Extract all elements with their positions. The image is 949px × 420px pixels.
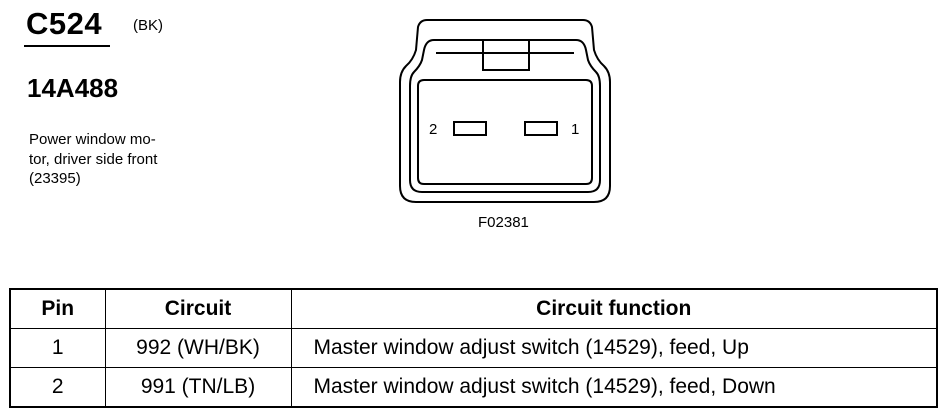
connector-id-underline (24, 45, 110, 47)
connector-description: Power window mo- tor, driver side front … (29, 130, 199, 189)
pin-2-terminal (453, 121, 487, 136)
circuit-cell: 992 (WH/BK) (104, 328, 292, 368)
table-row: 1 992 (WH/BK) Master window adjust switc… (9, 328, 938, 368)
pin-1-label: 1 (571, 121, 579, 138)
connector-id: C524 (26, 6, 103, 41)
description-line: (23395) (29, 170, 81, 187)
pin-2-label: 2 (429, 121, 437, 138)
column-header-circuit-function: Circuit function (290, 288, 938, 329)
latch-tab (482, 40, 530, 71)
part-number: 14A488 (27, 73, 119, 103)
column-header-circuit: Circuit (104, 288, 292, 329)
description-line: Power window mo- (29, 131, 156, 148)
description-line: tor, driver side front (29, 150, 158, 168)
circuit-cell: 991 (TN/LB) (104, 367, 292, 408)
column-header-pin: Pin (9, 288, 106, 329)
circuit-function-cell: Master window adjust switch (14529), fee… (290, 367, 938, 408)
figure-code: F02381 (478, 214, 529, 231)
connector-color: (BK) (133, 17, 163, 34)
circuit-function-cell: Master window adjust switch (14529), fee… (290, 328, 938, 368)
connector-inner-shell (409, 39, 601, 193)
pin-cell: 1 (9, 328, 106, 368)
pinout-table: Pin Circuit Circuit function 1 992 (WH/B… (9, 288, 938, 408)
pin-cavity-outline (417, 79, 593, 185)
connector-outer-shell (399, 19, 611, 203)
table-header-row: Pin Circuit Circuit function (9, 288, 938, 329)
pin-1-terminal (524, 121, 558, 136)
table-row: 2 991 (TN/LB) Master window adjust switc… (9, 367, 938, 408)
connector-face-diagram: 2 1 (399, 19, 611, 203)
pin-cell: 2 (9, 367, 106, 408)
